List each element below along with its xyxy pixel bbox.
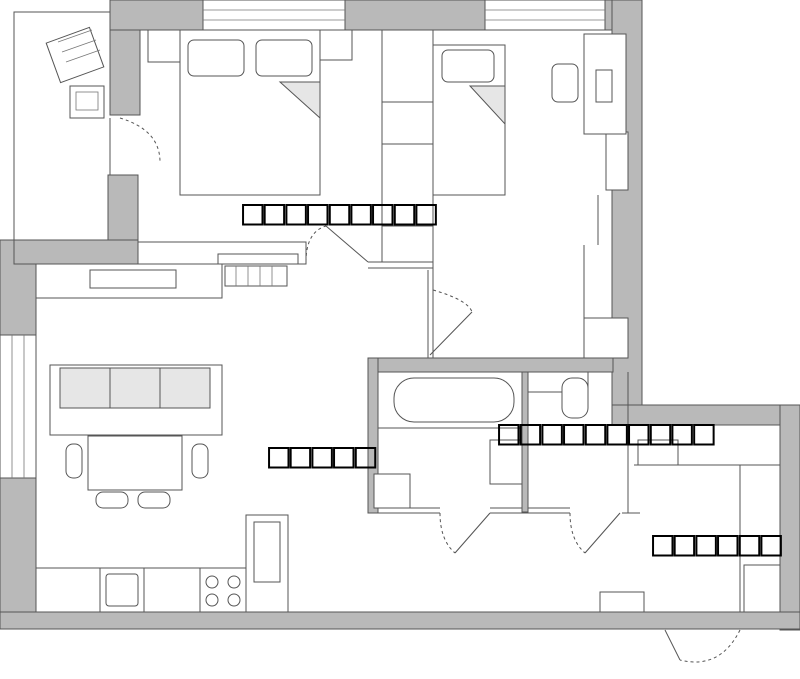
- label-hall: □□□□□□: [652, 523, 783, 564]
- kids-room-furniture: [432, 33, 627, 196]
- outer-walls: [0, 0, 800, 631]
- kitchen-furniture: [35, 514, 289, 613]
- label-bathroom: □□□□□□□□□□: [498, 412, 715, 453]
- wardrobes: [381, 101, 781, 613]
- doors: [305, 225, 741, 663]
- living-room-furniture: [35, 263, 223, 509]
- bedroom-furniture: [147, 29, 353, 287]
- label-bedroom: □□□□□□□□□: [242, 192, 438, 233]
- label-living-room: □□□□□: [268, 435, 377, 476]
- bathroom-fixtures: [373, 371, 645, 613]
- balcony: [13, 11, 161, 240]
- windows: [0, 0, 606, 479]
